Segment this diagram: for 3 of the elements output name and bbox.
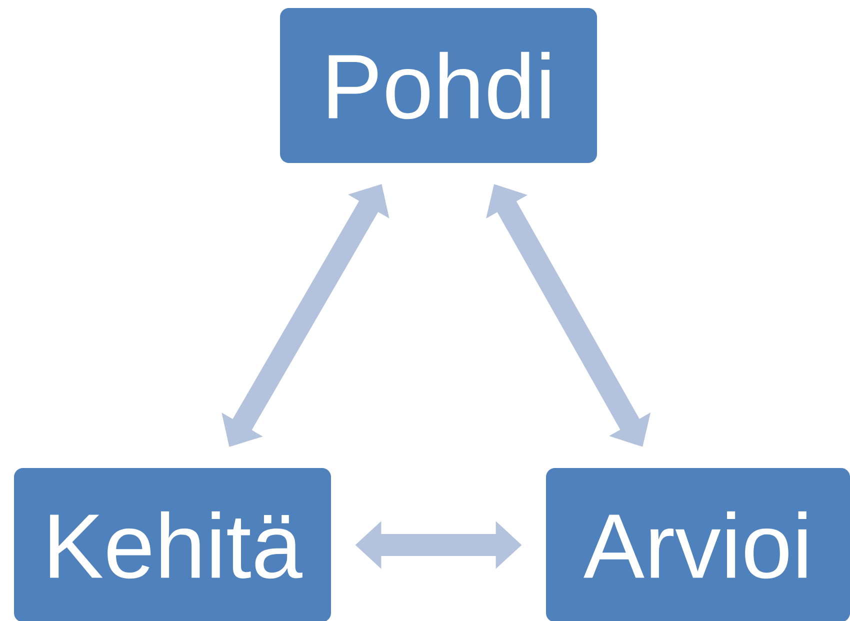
process-box: Pohdi (280, 8, 597, 163)
process-box: Kehitä (14, 468, 331, 621)
process-box: Arvioi (546, 468, 850, 621)
